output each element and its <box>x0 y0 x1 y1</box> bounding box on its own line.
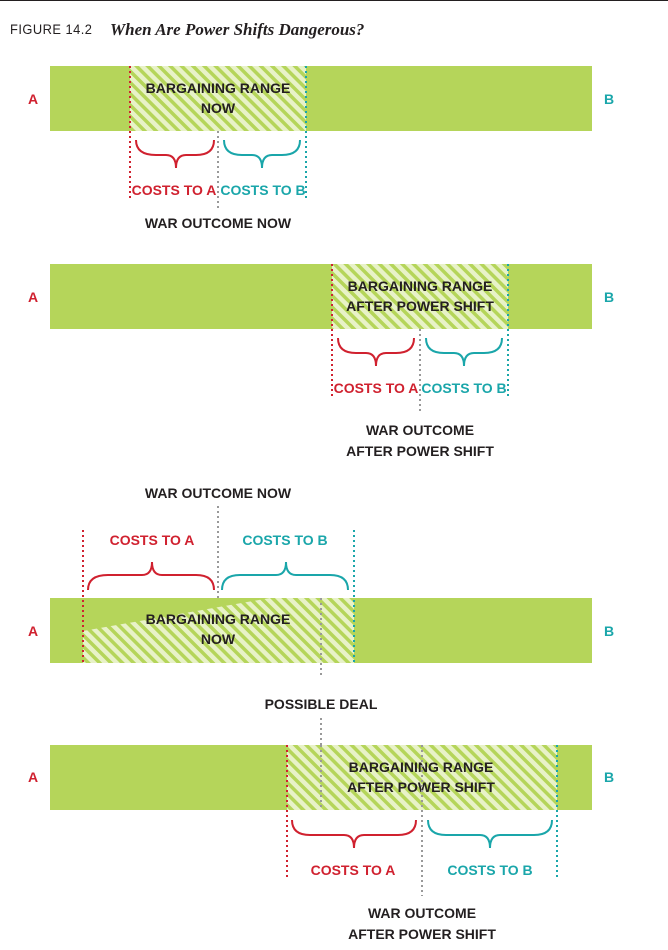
panel-2-label-a: A <box>28 289 38 305</box>
panel-3-possible-deal: POSSIBLE DEAL <box>265 696 378 712</box>
panel-3-label-b: B <box>604 623 614 639</box>
panel-2-war-outcome-line-1: WAR OUTCOME <box>366 422 474 438</box>
panel-1-brace-a <box>135 139 215 169</box>
panel-2-bar <box>50 264 592 329</box>
panel-3-brace-a <box>87 561 215 591</box>
panel-3-shift-wedge <box>83 598 270 631</box>
panel-1-brace-b <box>223 139 301 169</box>
panel-4: A B BARGAINING RANGE AFTER POWER SHIFT C… <box>28 745 614 942</box>
panel-2-war-outcome-line-2: AFTER POWER SHIFT <box>346 443 494 459</box>
panel-3-costs-a: COSTS TO A <box>110 532 195 548</box>
figure-header: FIGURE 14.2 When Are Power Shifts Danger… <box>0 0 668 45</box>
panel-2-range-label-line-1: BARGAINING RANGE <box>348 278 493 294</box>
panel-1-label-b: B <box>604 91 614 107</box>
panel-3-range-label-line-2: NOW <box>201 631 236 647</box>
panel-4-brace-b <box>427 819 553 849</box>
panel-1-range-label-line-2: NOW <box>201 100 236 116</box>
panel-1-label-a: A <box>28 91 38 107</box>
panel-2-costs-a: COSTS TO A <box>334 380 419 396</box>
panel-3: WAR OUTCOME NOW COSTS TO A COSTS TO B A … <box>28 485 614 745</box>
panel-4-costs-b: COSTS TO B <box>447 862 532 878</box>
panel-3-war-outcome: WAR OUTCOME NOW <box>145 485 292 501</box>
panel-1: A B BARGAINING RANGE NOW COSTS TO A COST… <box>28 66 614 231</box>
panel-4-war-outcome-line-2: AFTER POWER SHIFT <box>348 926 496 942</box>
panel-1-range-label-line-1: BARGAINING RANGE <box>146 80 291 96</box>
panel-3-brace-b <box>221 561 349 591</box>
panel-2-brace-a <box>337 337 415 367</box>
panel-1-costs-b: COSTS TO B <box>220 182 305 198</box>
panel-4-label-b: B <box>604 769 614 785</box>
panel-3-costs-b: COSTS TO B <box>242 532 327 548</box>
panel-4-war-outcome-line-1: WAR OUTCOME <box>368 905 476 921</box>
panel-3-range-label-line-1: BARGAINING RANGE <box>146 611 291 627</box>
panel-2: A B BARGAINING RANGE AFTER POWER SHIFT C… <box>28 264 614 459</box>
panel-2-range-label-line-2: AFTER POWER SHIFT <box>346 298 494 314</box>
panel-4-brace-a <box>291 819 417 849</box>
panel-2-bargaining-range <box>332 264 508 329</box>
panel-3-label-a: A <box>28 623 38 639</box>
panel-1-bargaining-range <box>130 66 306 131</box>
panel-2-label-b: B <box>604 289 614 305</box>
panel-1-war-outcome: WAR OUTCOME NOW <box>145 215 292 231</box>
panel-1-costs-a: COSTS TO A <box>132 182 217 198</box>
figure-number: FIGURE 14.2 <box>10 21 93 37</box>
panel-2-costs-b: COSTS TO B <box>421 380 506 396</box>
panel-4-costs-a: COSTS TO A <box>311 862 396 878</box>
figure-title: When Are Power Shifts Dangerous? <box>110 20 365 39</box>
panel-4-label-a: A <box>28 769 38 785</box>
panel-2-brace-b <box>425 337 503 367</box>
